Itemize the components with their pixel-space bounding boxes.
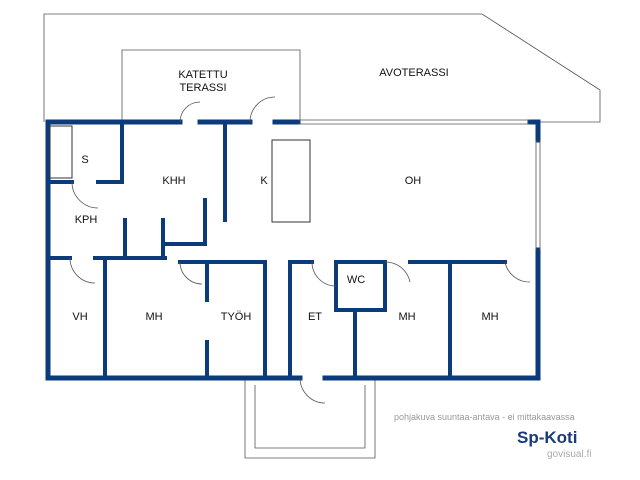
room-label-khh: KHH [162,175,185,187]
exterior-walls [45,119,541,381]
interior-walls [46,120,507,380]
room-label-oh: OH [405,175,422,187]
entrance-porch-outline [244,378,376,459]
room-label-k: K [260,175,268,187]
windows [298,119,541,250]
disclaimer-text: pohjakuva suuntaa-antava - ei mittakaava… [394,412,575,422]
room-label-vh: VH [72,311,87,323]
katettu-terassi-outline [121,49,301,122]
kitchen-island [271,139,311,223]
doors [69,96,531,404]
room-label-terassi: TERASSI [179,82,226,94]
room-label-s: S [81,154,88,166]
room-label-et: ET [308,311,322,323]
brand-logo: Sp-Koti [517,428,578,447]
room-label-mh: MH [398,311,415,323]
sauna-bench [49,125,73,179]
room-label-katettu: KATETTU [178,69,227,81]
website-text: govisual.fi [547,449,592,460]
room-label-mh: MH [481,311,498,323]
avoterassi-outline [43,13,601,123]
room-label-wc: WC [347,274,365,286]
room-label-avoterassi: AVOTERASSI [379,67,448,79]
room-label-kph: KPH [75,214,98,226]
room-label-mh: MH [145,311,162,323]
room-label-tyoh: TYÖH [221,311,252,323]
